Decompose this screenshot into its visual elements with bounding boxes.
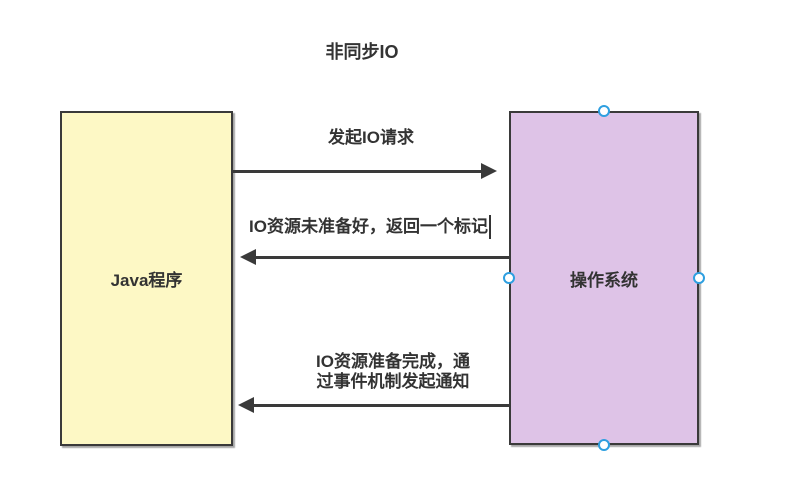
diagram-title: 非同步IO <box>325 42 399 62</box>
selection-handle-bottom[interactable] <box>598 439 610 451</box>
node-java-program[interactable]: Java程序 <box>60 111 233 446</box>
edge-not-ready-label[interactable]: IO资源未准备好，返回一个标记 <box>249 217 488 236</box>
arrowhead-right-icon <box>481 163 497 179</box>
edge-io-request-label[interactable]: 发起IO请求 <box>328 128 414 147</box>
edge-io-request-line <box>233 170 482 173</box>
node-operating-system-label: 操作系统 <box>570 270 638 290</box>
selection-handle-top[interactable] <box>598 105 610 117</box>
edge-not-ready-line <box>254 256 509 259</box>
arrowhead-left-icon <box>240 249 256 265</box>
arrowhead-left-icon <box>238 397 254 413</box>
node-operating-system[interactable]: 操作系统 <box>509 111 699 445</box>
edge-ready-notify-line <box>252 404 509 407</box>
selection-handle-left[interactable] <box>503 272 515 284</box>
selection-handle-right[interactable] <box>693 272 705 284</box>
text-cursor <box>488 215 491 239</box>
node-java-program-label: Java程序 <box>110 271 183 290</box>
edge-not-ready-label-wrap[interactable]: IO资源未准备好，返回一个标记 <box>236 214 504 240</box>
edge-ready-notify-label[interactable]: IO资源准备完成，通 过事件机制发起通知 <box>316 352 470 391</box>
